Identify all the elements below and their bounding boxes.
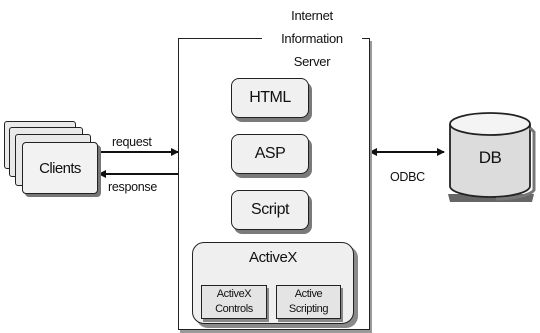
activex-group: ActiveX ActiveX Controls Active Scriptin…	[192, 242, 354, 324]
server-title: Internet Information Server	[262, 4, 362, 73]
script-component: Script	[231, 190, 309, 230]
odbc-label: ODBC	[390, 170, 425, 184]
active-scripting-line2: Scripting	[288, 303, 329, 315]
db-cylinder	[448, 112, 536, 202]
server-title-line3: Server	[293, 54, 331, 69]
response-label: response	[108, 180, 158, 194]
asp-component: ASP	[231, 134, 309, 174]
html-component: HTML	[231, 78, 309, 118]
active-scripting-box: Active Scripting	[276, 285, 341, 319]
activex-title: ActiveX	[248, 249, 298, 266]
clients-box: Clients	[22, 142, 98, 194]
active-scripting-line1: Active	[294, 288, 323, 300]
db-label: DB	[478, 148, 502, 167]
activex-controls-box: ActiveX Controls	[201, 285, 267, 319]
server-title-line2: Information	[281, 31, 343, 46]
server-title-line1: Internet	[291, 8, 333, 23]
activex-controls-line2: Controls	[215, 303, 253, 315]
request-label: request	[112, 135, 152, 149]
activex-controls-line1: ActiveX	[216, 288, 252, 300]
